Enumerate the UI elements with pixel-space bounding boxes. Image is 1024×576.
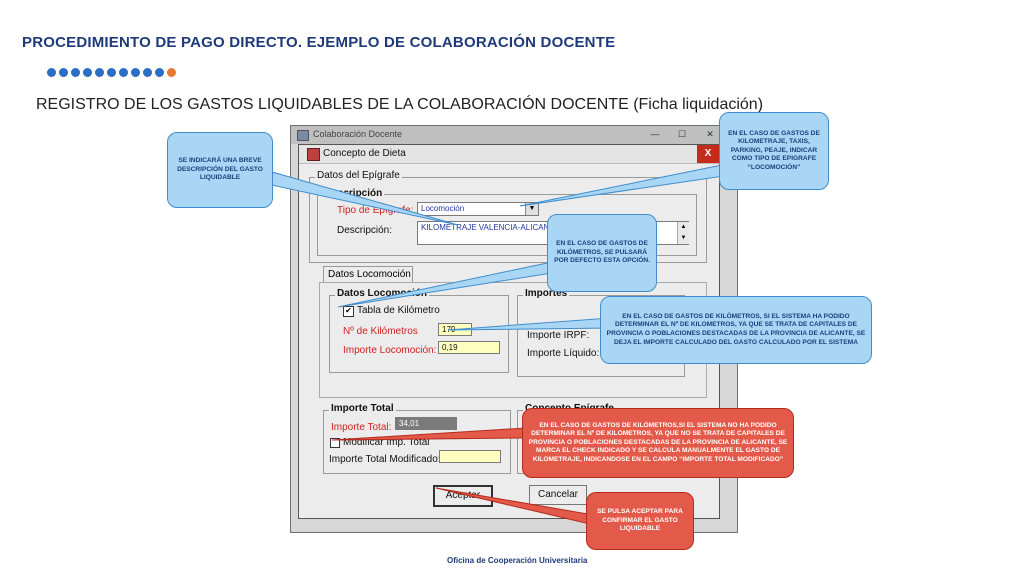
datos-epigrafe-legend: Datos del Epígrafe	[315, 170, 402, 181]
callout-km-manual: EN EL CASO DE GASTOS DE KILÓMETROS,SI EL…	[522, 408, 794, 478]
decorative-dot	[119, 68, 128, 77]
importe-liquido-label: Importe Líquido:	[527, 348, 600, 359]
decorative-dot	[167, 68, 176, 77]
datos-locomocion-legend: Datos Locomoción	[335, 288, 430, 299]
minimize-button[interactable]: —	[650, 129, 660, 139]
km-value: 179	[442, 325, 456, 334]
decorative-dot	[107, 68, 116, 77]
dialog-titlebar: Concepto de Dieta X	[299, 145, 719, 164]
textarea-scrollbar[interactable]: ▲▼	[677, 222, 689, 244]
tipo-epigrafe-select[interactable]: Locomoción	[417, 202, 539, 216]
importe-modificado-input[interactable]	[439, 450, 501, 463]
aceptar-button[interactable]: Aceptar	[433, 485, 493, 507]
callout-km-defecto-text: EN EL CASO DE GASTOS DE KILÓMETROS, SE P…	[554, 240, 650, 265]
decorative-dot	[143, 68, 152, 77]
decorative-dot	[131, 68, 140, 77]
maximize-button[interactable]: ☐	[677, 129, 687, 139]
callout-km-sistema-text: EN EL CASO DE GASTOS DE KILÓMETROS, SI E…	[606, 312, 866, 346]
dialog-icon	[307, 148, 320, 161]
chevron-down-icon[interactable]: ▼	[525, 203, 538, 215]
callout-km-sistema: EN EL CASO DE GASTOS DE KILÓMETROS, SI E…	[600, 296, 872, 364]
decorative-dot	[71, 68, 80, 77]
modificar-checkbox[interactable]	[330, 438, 340, 448]
outer-close-button[interactable]: ✕	[706, 129, 714, 139]
descripcion-label: Descripción:	[337, 225, 393, 236]
page-title: PROCEDIMIENTO DE PAGO DIRECTO. EJEMPLO D…	[22, 34, 616, 51]
dialog-close-button[interactable]: X	[697, 145, 719, 163]
callout-descripcion: SE INDICARÁ UNA BREVE DESCRIPCIÓN DEL GA…	[167, 132, 273, 208]
footer-text: Oficina de Cooperación Universitaria	[447, 556, 588, 565]
decorative-dot	[47, 68, 56, 77]
importe-total-legend: Importe Total	[329, 403, 396, 414]
outer-window-title: Colaboración Docente	[313, 129, 403, 139]
tabla-km-checkbox[interactable]: ✔	[343, 306, 354, 317]
decorative-dot	[155, 68, 164, 77]
callout-kilometraje-text: EN EL CASO DE GASTOS DE KILOMETRAJE, TAX…	[728, 129, 820, 171]
tipo-epigrafe-label: Tipo de Epígrafe:	[337, 205, 414, 216]
descripcion-value: KILOMETRAJE VALENCIA-ALICANTE	[421, 223, 560, 232]
decorative-dot	[83, 68, 92, 77]
importe-modificado-label: Importe Total Modificado:	[329, 454, 441, 465]
tab-datos-locomocion[interactable]: Datos Locomoción	[323, 266, 413, 283]
decorative-dots	[47, 68, 176, 78]
outer-titlebar: Colaboración Docente — ☐ ✕	[291, 126, 737, 144]
callout-kilometraje: EN EL CASO DE GASTOS DE KILOMETRAJE, TAX…	[719, 112, 829, 190]
tab-label: Datos Locomoción	[328, 269, 411, 280]
importe-locomocion-input[interactable]: 0,19	[438, 341, 500, 354]
importe-locomocion-label: Importe Locomoción:	[343, 345, 437, 356]
callout-aceptar-text: SE PULSA ACEPTAR PARA CONFIRMAR EL GASTO…	[597, 508, 683, 533]
importe-locomocion-value: 0,19	[442, 343, 458, 352]
callout-descripcion-text: SE INDICARÁ UNA BREVE DESCRIPCIÓN DEL GA…	[177, 157, 263, 182]
importe-irpf-label: Importe IRPF:	[527, 330, 590, 341]
importe-total-value: 34,01	[399, 419, 420, 428]
km-label: Nº de Kilómetros	[343, 326, 418, 337]
importe-total-label: Importe Total:	[331, 422, 392, 433]
app-icon	[297, 130, 309, 141]
importe-total-group	[323, 410, 511, 474]
km-input[interactable]: 179	[438, 323, 472, 336]
page-subtitle: REGISTRO DE LOS GASTOS LIQUIDABLES DE LA…	[36, 96, 764, 113]
tabla-km-label: Tabla de Kilómetro	[357, 305, 440, 316]
decorative-dot	[59, 68, 68, 77]
dialog-title: Concepto de Dieta	[323, 148, 406, 159]
cancelar-button[interactable]: Cancelar	[529, 485, 587, 505]
tipo-epigrafe-value: Locomoción	[421, 204, 465, 213]
callout-km-defecto: EN EL CASO DE GASTOS DE KILÓMETROS, SE P…	[547, 214, 657, 292]
callout-km-manual-text: EN EL CASO DE GASTOS DE KILÓMETROS,SI EL…	[528, 421, 788, 463]
descripcion-legend: Descripción	[323, 188, 385, 199]
importe-total-field: 34,01	[395, 417, 457, 430]
callout-aceptar: SE PULSA ACEPTAR PARA CONFIRMAR EL GASTO…	[586, 492, 694, 550]
decorative-dot	[95, 68, 104, 77]
modificar-label: Modificar Imp. Total	[343, 437, 430, 448]
